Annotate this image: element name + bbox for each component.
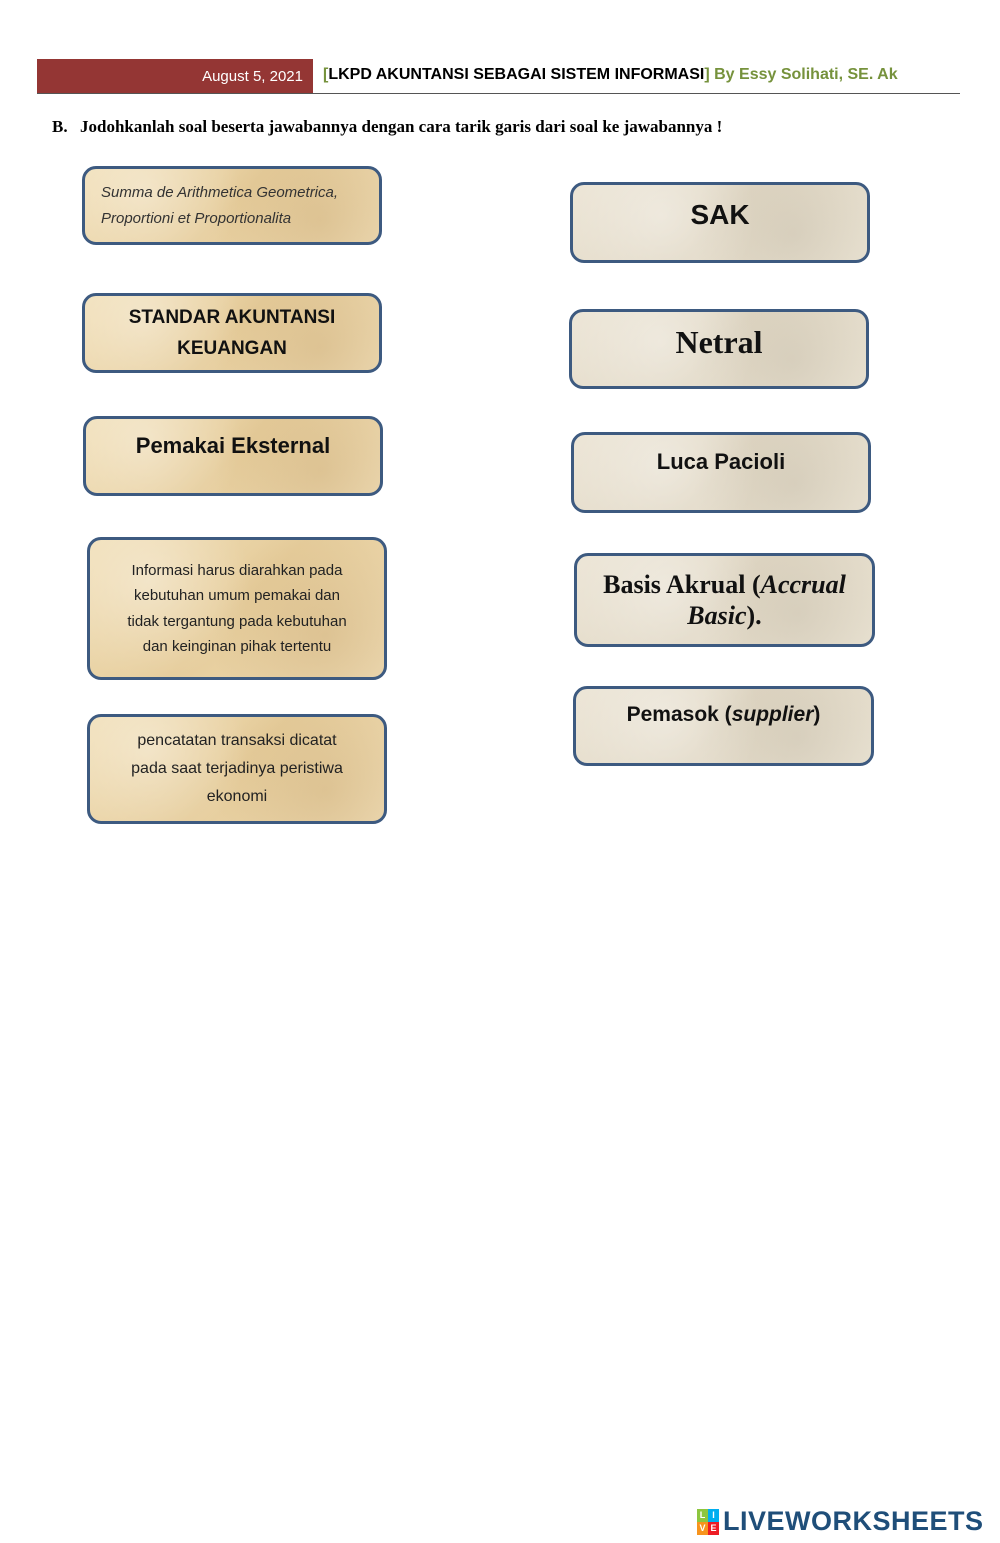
answer-card-pemasok[interactable]: Pemasok (supplier) (573, 686, 874, 766)
question-line: Informasi harus diarahkan pada (131, 561, 343, 579)
question-line: STANDAR AKUNTANSI (128, 307, 336, 328)
question-line: pencatatan transaksi dicatat (137, 732, 337, 749)
liveworksheets-logo[interactable]: L I V E LIVEWORKSHEETS (697, 1506, 984, 1537)
question-card-3[interactable]: Pemakai Eksternal (83, 416, 383, 496)
question-line: kebutuhan umum pemakai dan (134, 587, 340, 604)
question-card-4[interactable]: Informasi harus diarahkan pada kebutuhan… (87, 537, 387, 680)
header-divider (37, 93, 960, 94)
liveworksheets-logo-icon: L I V E (697, 1508, 719, 1535)
answer-text-part: Pemasok ( (626, 703, 732, 726)
question-card-3-text: Pemakai Eksternal (135, 433, 331, 458)
answer-text-part: ). (746, 601, 762, 630)
header-date: August 5, 2021 (37, 59, 313, 93)
question-line: dan keinginan pihak tertentu (142, 638, 332, 655)
answer-text-italic: Basic (687, 601, 747, 630)
answer-text-italic: Accrual (760, 570, 846, 599)
header-author: By Essy Solihati, SE. Ak (709, 66, 898, 83)
question-line: Summa de Arithmetica Geometrica, (101, 183, 339, 201)
answer-card-luca-pacioli[interactable]: Luca Pacioli (571, 432, 871, 513)
liveworksheets-logo-text: LIVEWORKSHEETS (723, 1506, 984, 1536)
answer-card-netral-text: Netral (675, 324, 763, 360)
question-card-1-text: Summa de Arithmetica Geometrica, Proport… (101, 180, 338, 232)
answer-text-part: Basis Akrual ( (603, 570, 761, 599)
answer-text-part: ) (813, 703, 821, 726)
question-card-1[interactable]: Summa de Arithmetica Geometrica, Proport… (82, 166, 382, 245)
question-card-5-text: pencatatan transaksi dicatat pada saat t… (131, 727, 343, 811)
question-line: ekonomi (206, 788, 268, 805)
question-card-2-text: STANDAR AKUNTANSI KEUANGAN (129, 302, 336, 364)
instruction: B. Jodohkanlah soal beserta jawabannya de… (52, 117, 722, 137)
question-line: Proportioni et Proportionalita (101, 209, 292, 227)
question-line: pada saat terjadinya peristiwa (131, 760, 343, 777)
header-open-bracket: [ (323, 66, 329, 83)
logo-letter: V (697, 1521, 708, 1535)
question-card-2[interactable]: STANDAR AKUNTANSI KEUANGAN (82, 293, 382, 373)
header-title: [LKPD AKUNTANSI SEBAGAI SISTEM INFORMASI… (323, 66, 898, 84)
logo-letter: E (708, 1521, 719, 1535)
question-card-4-text: Informasi harus diarahkan pada kebutuhan… (127, 558, 346, 660)
header-title-text: LKPD AKUNTANSI SEBAGAI SISTEM INFORMASI (328, 66, 705, 83)
question-card-5[interactable]: pencatatan transaksi dicatat pada saat t… (87, 714, 387, 824)
answer-card-sak-text: SAK (690, 199, 750, 230)
header-close-bracket: ] (704, 66, 710, 83)
question-line: tidak tergantung pada kebutuhan (127, 612, 347, 630)
logo-letter: I (708, 1508, 719, 1522)
answer-card-netral[interactable]: Netral (569, 309, 869, 389)
answer-text-italic: supplier (731, 703, 814, 726)
logo-letter: L (697, 1508, 708, 1522)
answer-card-sak[interactable]: SAK (570, 182, 870, 263)
question-line: KEUANGAN (177, 338, 287, 359)
instruction-number: B. (52, 117, 68, 136)
instruction-text: Jodohkanlah soal beserta jawabannya deng… (80, 117, 723, 136)
answer-card-luca-pacioli-text: Luca Pacioli (656, 449, 786, 474)
answer-card-pemasok-text: Pemasok (supplier) (627, 703, 821, 727)
